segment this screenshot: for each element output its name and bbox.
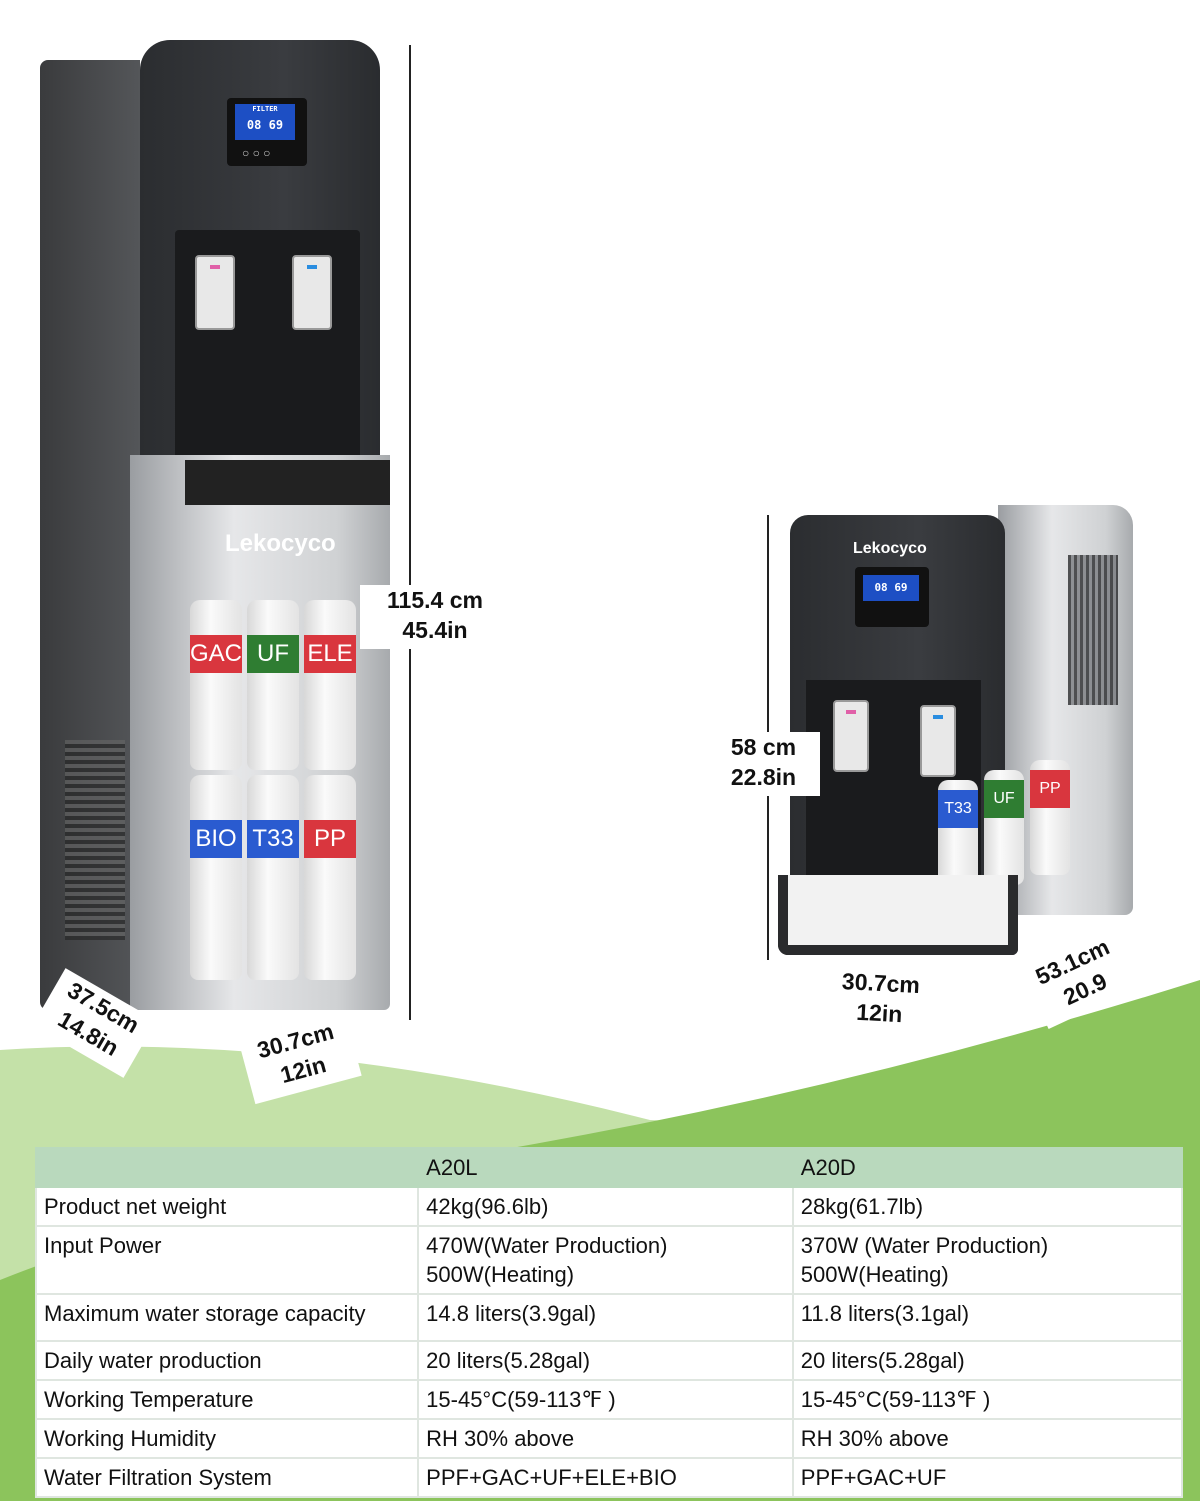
cell-a20d: 11.8 liters(3.1gal) — [791, 1293, 1184, 1342]
filter-label: UF — [984, 780, 1024, 818]
filter-cartridge-t33: T33 — [247, 775, 299, 980]
cell-line: 500W(Heating) — [426, 1262, 575, 1287]
row-label: Water Filtration System — [34, 1457, 420, 1498]
cell-line: 500W(Heating) — [800, 1262, 949, 1287]
cell-a20l: 15-45°C(59-113℉ ) — [417, 1379, 794, 1420]
cell-line: 14.8 liters(3.9gal) — [426, 1301, 597, 1326]
filter-label: UF — [247, 635, 299, 673]
filter-cartridge-pp: PP — [304, 775, 356, 980]
cell-line: 20 liters(5.28gal) — [800, 1348, 965, 1373]
cell-a20l: 42kg(96.6lb) — [417, 1186, 794, 1227]
drip-tray — [778, 875, 1018, 955]
brand-logo: Lekocyco — [225, 530, 336, 557]
side-vent-lower — [65, 740, 125, 940]
filter-cartridge-uf: UF — [984, 770, 1024, 885]
cell-line: 470W(Water Production) — [426, 1233, 668, 1258]
cell-a20l: 470W(Water Production) 500W(Heating) — [417, 1225, 794, 1295]
side-vent — [1068, 555, 1118, 705]
brand-logo: Lekocyco — [853, 540, 927, 557]
row-label: Daily water production — [34, 1340, 420, 1381]
header-cell — [34, 1147, 420, 1188]
cell-a20l: PPF+GAC+UF+ELE+BIO — [417, 1457, 794, 1498]
display-filter-label: FILTER — [252, 105, 278, 113]
cell-a20d: 28kg(61.7lb) — [791, 1186, 1184, 1227]
cell-line: 11.8 liters(3.1gal) — [800, 1301, 970, 1326]
filter-label: BIO — [190, 820, 242, 858]
filter-label: ELE — [304, 635, 356, 673]
filter-cartridge-uf: UF — [247, 600, 299, 770]
cell-line: 20 liters(5.28gal) — [426, 1348, 591, 1373]
row-label: Product net weight — [34, 1186, 420, 1227]
cell-a20d: 370W (Water Production) 500W(Heating) — [791, 1225, 1184, 1295]
control-display: FILTER 08 69 ○ ○ ○ — [227, 98, 307, 166]
filter-cartridge-ele: ELE — [304, 600, 356, 770]
display-left-value: 08 — [246, 118, 262, 132]
cell-line: 15-45°C(59-113℉ ) — [426, 1387, 616, 1412]
tall-height-line — [409, 45, 411, 1020]
cell-line: 28kg(61.7lb) — [800, 1194, 924, 1219]
cell-a20d: 20 liters(5.28gal) — [791, 1340, 1184, 1381]
row-label: Working Humidity — [34, 1418, 420, 1459]
cell-a20l: 20 liters(5.28gal) — [417, 1340, 794, 1381]
cell-line: PPF+GAC+UF — [800, 1465, 947, 1490]
header-cell-a20l: A20L — [417, 1147, 794, 1188]
cold-water-tap[interactable] — [292, 255, 332, 330]
row-label: Maximum water storage capacity — [34, 1293, 420, 1342]
drip-tray — [185, 460, 390, 505]
hot-water-tap[interactable] — [833, 700, 869, 772]
filter-cartridge-pp: PP — [1030, 760, 1070, 875]
cell-line: PPF+GAC+UF+ELE+BIO — [426, 1465, 677, 1490]
header-cell-a20d: A20D — [791, 1147, 1184, 1188]
filter-label: T33 — [938, 790, 978, 828]
filter-label: T33 — [247, 820, 299, 858]
filter-label: PP — [1030, 770, 1070, 808]
filter-label: PP — [304, 820, 356, 858]
cell-a20l: RH 30% above — [417, 1418, 794, 1459]
row-label: Input Power — [34, 1225, 420, 1295]
hot-water-tap[interactable] — [195, 255, 235, 330]
filter-cartridge-bio: BIO — [190, 775, 242, 980]
cell-a20d: RH 30% above — [791, 1418, 1184, 1459]
cell-a20d: 15-45°C(59-113℉ ) — [791, 1379, 1184, 1420]
filter-label: GAC — [190, 635, 242, 673]
cold-water-tap[interactable] — [920, 705, 956, 777]
filter-cartridge-gac: GAC — [190, 600, 242, 770]
cell-line: 42kg(96.6lb) — [426, 1194, 549, 1219]
cell-line: RH 30% above — [426, 1426, 575, 1451]
table-header-row: A20L A20D — [34, 1147, 1184, 1188]
cell-line: 370W (Water Production) — [800, 1233, 1049, 1258]
control-display: 08 69 — [855, 567, 929, 627]
cell-a20l: 14.8 liters(3.9gal) — [417, 1293, 794, 1342]
row-label: Working Temperature — [34, 1379, 420, 1420]
display-right-value: 69 — [268, 118, 284, 132]
cell-line: 15-45°C(59-113℉ ) — [800, 1387, 991, 1412]
cell-line: RH 30% above — [800, 1426, 949, 1451]
cell-a20d: PPF+GAC+UF — [791, 1457, 1184, 1498]
